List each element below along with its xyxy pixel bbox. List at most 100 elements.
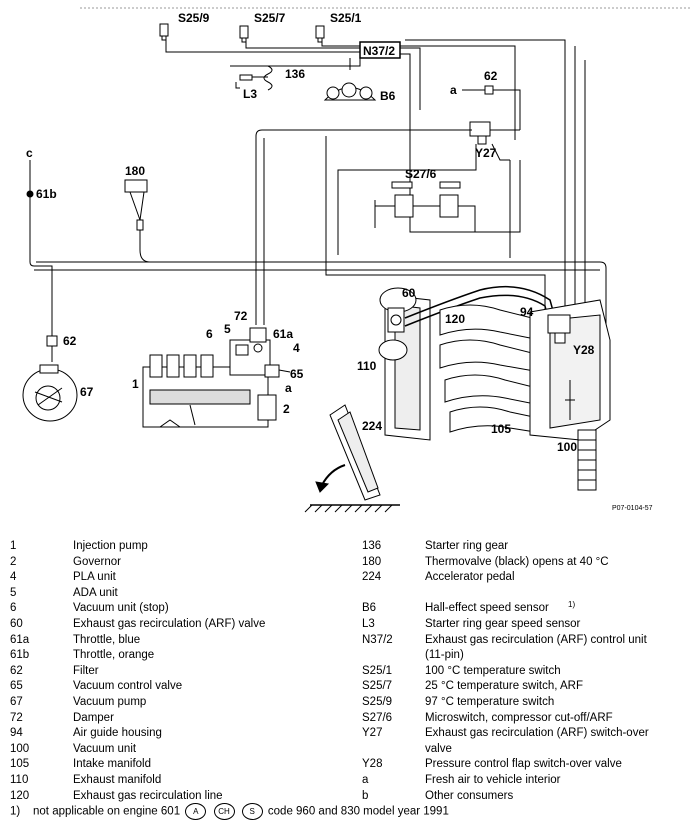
legend-text: Exhaust gas recirculation (ARF) valve <box>73 618 266 630</box>
legend-text: Exhaust gas recirculation (ARF) switch-o… <box>425 727 649 740</box>
legend-text: Vacuum pump <box>73 696 147 708</box>
legend-text: Injection pump <box>73 540 148 552</box>
vacuum-circuit-diagram: S25/9 S25/7 S25/1 N37/2 136 L3 B6 a 62 Y… <box>22 7 690 513</box>
legend-key: 5 <box>10 586 17 599</box>
label-62-left: 62 <box>63 334 77 348</box>
legend-key: 136 <box>362 540 382 552</box>
legend-text: Exhaust gas recirculation line <box>73 789 223 802</box>
legend-key: 105 <box>10 758 30 771</box>
legend-key: 94 <box>10 727 23 740</box>
legend-text: Vacuum unit (stop) <box>73 602 169 615</box>
legend-key: 2 <box>10 555 17 568</box>
label-224: 224 <box>362 419 382 433</box>
legend-key: b <box>362 789 369 802</box>
footnote: 1) not applicable on engine 601 A CH S c… <box>10 803 449 820</box>
legend-key: B6 <box>362 602 377 615</box>
throttle-61b <box>26 190 34 198</box>
filter-62-top <box>462 85 521 130</box>
vacuum-control-valve-65 <box>264 364 291 378</box>
legend-key: S25/1 <box>362 664 393 677</box>
legend-text: Hall-effect speed sensor <box>425 602 549 615</box>
legend-key: 61b <box>10 649 30 662</box>
badge-a: A <box>185 803 207 820</box>
label-y28: Y28 <box>573 343 595 357</box>
label-60: 60 <box>402 286 416 300</box>
legend-text: Exhaust gas recirculation (ARF) control … <box>425 633 647 646</box>
switch-wires <box>165 39 566 320</box>
legend-text: Throttle, orange <box>73 649 155 662</box>
instrument-cluster-b6 <box>323 58 377 101</box>
label-figure-code: P07-0104-57 <box>612 505 653 512</box>
legend-key: 61a <box>10 633 30 646</box>
temperature-switch-s25-9 <box>159 23 169 41</box>
label-94: 94 <box>520 305 534 319</box>
legend-key: 4 <box>10 571 17 584</box>
speed-sensor-l3 <box>230 58 361 91</box>
thermovalve-180 <box>124 179 148 231</box>
accelerator-pedal-224 <box>304 404 400 513</box>
label-6: 6 <box>206 327 213 341</box>
label-105: 105 <box>491 422 511 436</box>
footnote-text-1: not applicable on engine 601 <box>33 805 181 818</box>
switch-over-valve-y28 <box>547 314 571 344</box>
legend-key: 120 <box>10 789 30 802</box>
legend-text: (11-pin) <box>425 649 464 662</box>
label-65: 65 <box>290 367 304 381</box>
legend-key: 180 <box>362 555 382 568</box>
legend-key: 65 <box>10 680 23 693</box>
microswitch-s27-6 <box>374 181 476 233</box>
egr-valve-60 <box>387 307 405 333</box>
legend-text: Damper <box>73 711 114 724</box>
label-1: 1 <box>132 377 139 391</box>
legend-footnote-ref: 1) <box>568 600 576 610</box>
label-s27-6: S27/6 <box>405 167 437 181</box>
legend-key: a <box>362 774 369 786</box>
legend-key: 6 <box>10 602 17 615</box>
label-180: 180 <box>125 164 145 178</box>
legend-key: S27/6 <box>362 711 393 724</box>
label-61b: 61b <box>36 187 57 201</box>
legend-key: 100 <box>10 742 30 755</box>
legend-key: N37/2 <box>362 633 393 646</box>
filter-62-left <box>46 335 58 362</box>
switch-over-valve-y27 <box>255 121 520 325</box>
legend-text: Intake manifold <box>73 758 151 771</box>
vacuum-pump-67 <box>22 364 78 422</box>
legend-key: Y28 <box>362 758 383 771</box>
control-unit-n37-2 <box>359 41 401 59</box>
legend-text: Exhaust manifold <box>73 774 162 786</box>
label-120: 120 <box>445 312 465 326</box>
legend-text: 97 °C temperature switch <box>425 696 555 708</box>
legend-text: Throttle, blue <box>73 633 141 646</box>
legend-key: 72 <box>10 711 23 724</box>
legend-text: Pressure control flap switch-over valve <box>425 758 622 771</box>
legend-text: 25 °C temperature switch, ARF <box>425 680 583 693</box>
legend-text: ADA unit <box>73 586 118 599</box>
legend-text: Microswitch, compressor cut-off/ARF <box>425 711 613 724</box>
legend-text: Fresh air to vehicle interior <box>425 774 561 786</box>
vacuum-unit-100 <box>565 380 597 491</box>
egr-line-120 <box>404 285 556 327</box>
badge-ch: CH <box>213 803 235 820</box>
temperature-switch-s25-1 <box>315 25 325 43</box>
vacuum-lines <box>29 46 607 340</box>
label-100: 100 <box>557 440 577 454</box>
label-y27: Y27 <box>475 146 497 160</box>
label-c: c <box>26 146 33 160</box>
legend-text: Air guide housing <box>73 727 162 740</box>
legend-text: Starter ring gear speed sensor <box>425 618 581 630</box>
label-67: 67 <box>80 385 94 399</box>
legend-text: Governor <box>73 555 121 568</box>
label-110: 110 <box>357 359 377 373</box>
label-4: 4 <box>293 341 300 355</box>
injection-pump-1 <box>142 327 277 428</box>
badge-s: S <box>241 803 263 820</box>
label-n37-2: N37/2 <box>363 44 395 58</box>
legend-key: 110 <box>10 774 29 786</box>
legend-text: Vacuum unit <box>73 742 137 755</box>
legend-key: Y27 <box>362 727 383 740</box>
legend-text: Thermovalve (black) opens at 40 °C <box>425 555 609 568</box>
legend-key: S25/7 <box>362 680 393 693</box>
label-s25-9: S25/9 <box>178 11 210 25</box>
legend-text: 100 °C temperature switch <box>425 664 561 677</box>
